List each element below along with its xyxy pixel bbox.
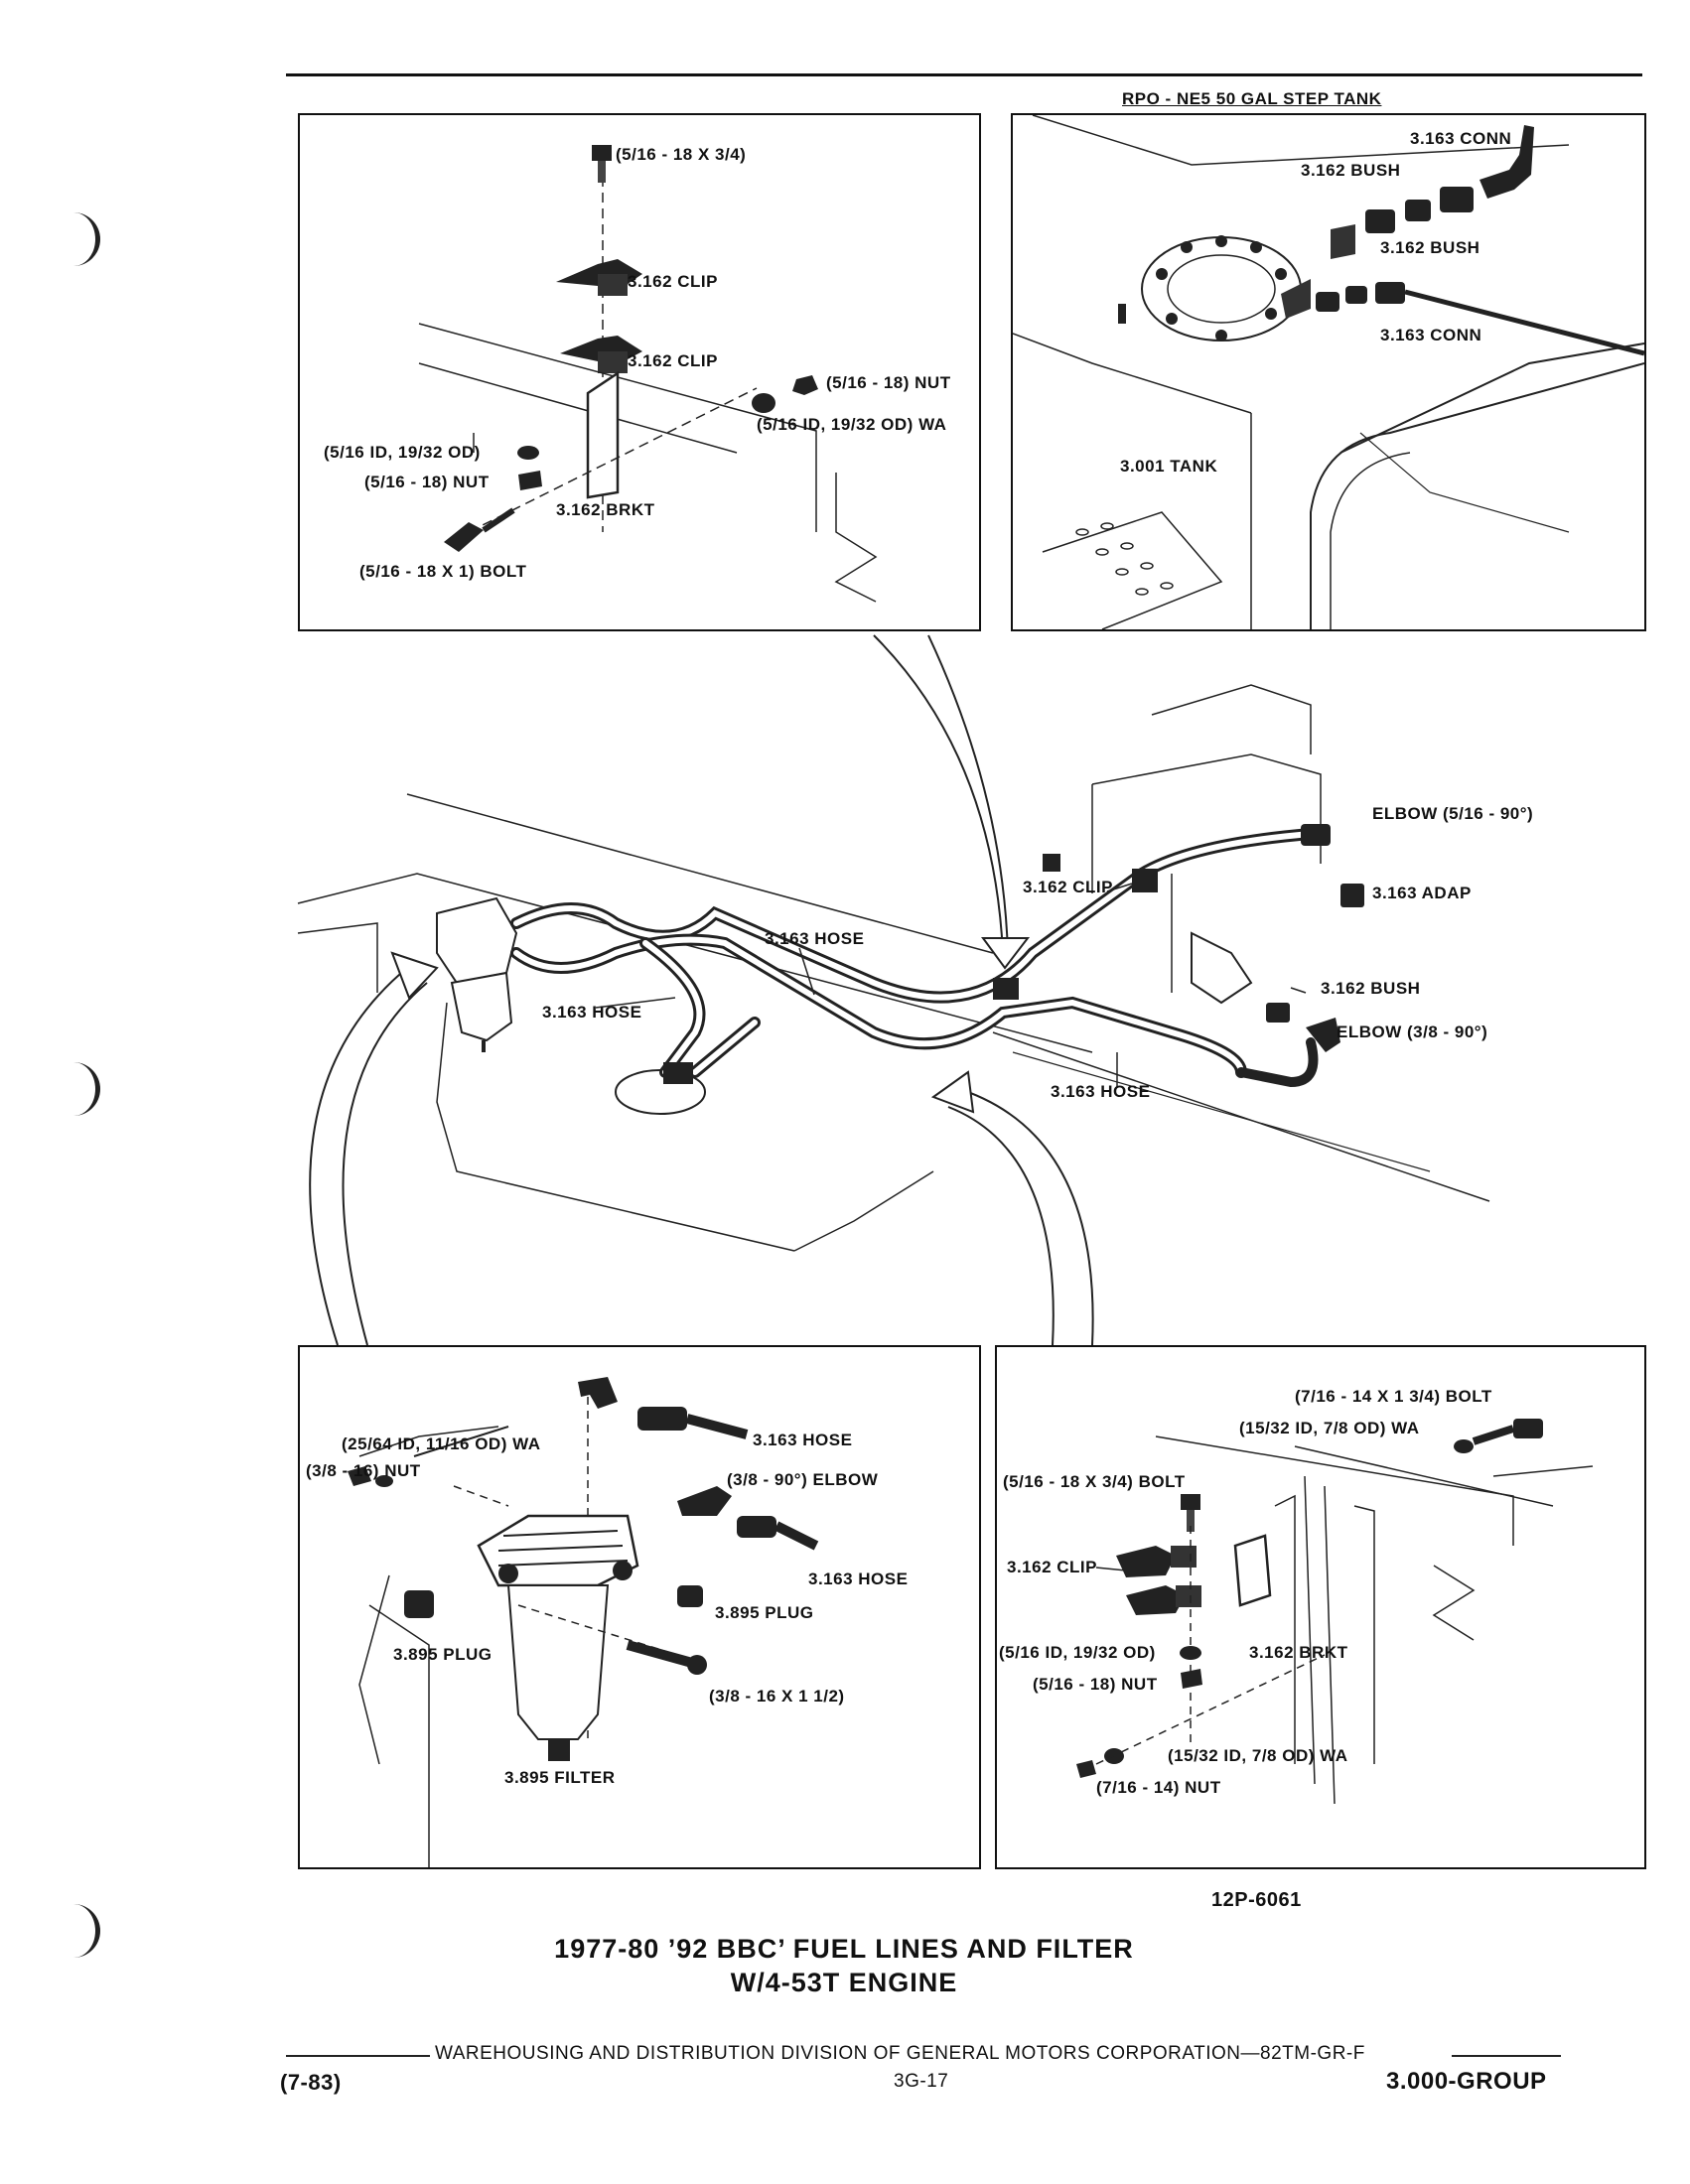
label-bracket-lower-panel: 3.162 BRKT	[1249, 1643, 1348, 1662]
header-rule	[286, 73, 1642, 76]
label-bolt-5-16-18x3-4-lower: (5/16 - 18 X 3/4) BOLT	[1003, 1472, 1186, 1491]
label-plug-right: 3.895 PLUG	[715, 1603, 814, 1622]
caption-step-tank: RPO - NE5 50 GAL STEP TANK	[1122, 89, 1382, 108]
label-nut-3-8-16: (3/8 - 16) NUT	[306, 1461, 421, 1480]
label-bolt-5-16-18x3-4: (5/16 - 18 X 3/4)	[616, 145, 747, 164]
label-center-hose-left: 3.163 HOSE	[542, 1003, 642, 1022]
label-filter: 3.895 FILTER	[504, 1768, 616, 1787]
panel-lower-bracket-detail: (7/16 - 14 X 1 3/4) BOLT (15/32 ID, 7/8 …	[995, 1345, 1646, 1869]
label-elbow-5-16-90: ELBOW (5/16 - 90°)	[1372, 804, 1534, 823]
label-nut-5-16-18-lower: (5/16 - 18) NUT	[1033, 1675, 1158, 1694]
label-bolt-5-16-18x1: (5/16 - 18 X 1) BOLT	[359, 562, 527, 581]
footer-rule-left	[286, 2055, 430, 2057]
label-plug-left: 3.895 PLUG	[393, 1645, 493, 1664]
step-tank-drawing	[1013, 115, 1644, 629]
label-nut-left: (5/16 - 18) NUT	[364, 473, 490, 491]
page-subtitle: W/4-53T ENGINE	[730, 1968, 958, 1997]
label-elbow-3-8-90-detail: (3/8 - 90°) ELBOW	[727, 1470, 879, 1489]
label-bush-upper: 3.162 BUSH	[1301, 161, 1401, 180]
label-washer-25-64: (25/64 ID, 11/16 OD) WA	[342, 1434, 541, 1453]
footer-rule-right	[1452, 2055, 1561, 2057]
footer-division: WAREHOUSING AND DISTRIBUTION DIVISION OF…	[435, 2043, 1365, 2064]
binder-hole-bottom	[62, 1904, 100, 1958]
lower-bracket-drawing	[1076, 1419, 1594, 1805]
label-washer-right: (5/16 ID, 19/32 OD) WA	[757, 415, 947, 434]
label-bolt-7-16-14x1-3-4: (7/16 - 14 X 1 3/4) BOLT	[1295, 1387, 1492, 1406]
label-center-hose-lower: 3.163 HOSE	[1051, 1082, 1151, 1101]
panel-step-tank-detail: 3.163 CONN 3.162 BUSH 3.162 BUSH 3.163 C…	[1011, 113, 1646, 631]
footer-group: 3.000-GROUP	[1386, 2068, 1547, 2095]
label-center-bush: 3.162 BUSH	[1321, 979, 1421, 998]
label-center-hose-upper: 3.163 HOSE	[765, 929, 865, 948]
label-center-adap: 3.163 ADAP	[1372, 884, 1472, 902]
label-tank: 3.001 TANK	[1120, 457, 1218, 476]
figure-number: 12P-6061	[1211, 1889, 1302, 1911]
page-title: 1977-80 ’92 BBC’ FUEL LINES AND FILTER	[554, 1934, 1134, 1964]
label-nut-right: (5/16 - 18) NUT	[826, 373, 951, 392]
label-center-clip: 3.162 CLIP	[1023, 878, 1113, 896]
binder-hole-top	[62, 212, 100, 266]
label-washer-left: (5/16 ID, 19/32 OD)	[324, 443, 481, 462]
label-washer-15-32-lower: (15/32 ID, 7/8 OD) WA	[1168, 1746, 1348, 1765]
panel-bracket-clip-detail: (5/16 - 18 X 3/4) 3.162 CLIP 3.162 CLIP …	[298, 113, 981, 631]
label-clip-lower: 3.162 CLIP	[628, 351, 718, 370]
filter-detail-drawing	[348, 1377, 819, 1867]
label-nut-7-16-14: (7/16 - 14) NUT	[1096, 1778, 1221, 1797]
label-bolt-3-8-16x1-1-2: (3/8 - 16 X 1 1/2)	[709, 1687, 845, 1706]
footer-page-number: 3G-17	[894, 2071, 949, 2092]
label-bracket: 3.162 BRKT	[556, 500, 655, 519]
label-elbow-3-8-90: ELBOW (3/8 - 90°)	[1337, 1023, 1488, 1041]
binder-hole-middle	[62, 1062, 100, 1116]
label-clip-lower-panel: 3.162 CLIP	[1007, 1558, 1097, 1576]
label-washer-15-32-upper: (15/32 ID, 7/8 OD) WA	[1239, 1419, 1420, 1437]
label-hose-lower: 3.163 HOSE	[808, 1570, 909, 1588]
label-clip-upper: 3.162 CLIP	[628, 272, 718, 291]
label-conn-upper: 3.163 CONN	[1410, 129, 1512, 148]
label-washer-5-16: (5/16 ID, 19/32 OD)	[999, 1643, 1156, 1662]
label-hose-top: 3.163 HOSE	[753, 1431, 853, 1449]
label-bush-lower: 3.162 BUSH	[1380, 238, 1480, 257]
label-conn-lower: 3.163 CONN	[1380, 326, 1482, 344]
bracket-clip-drawing	[418, 145, 878, 603]
panel-filter-detail: (25/64 ID, 11/16 OD) WA (3/8 - 16) NUT 3…	[298, 1345, 981, 1869]
footer-date: (7-83)	[280, 2070, 342, 2095]
